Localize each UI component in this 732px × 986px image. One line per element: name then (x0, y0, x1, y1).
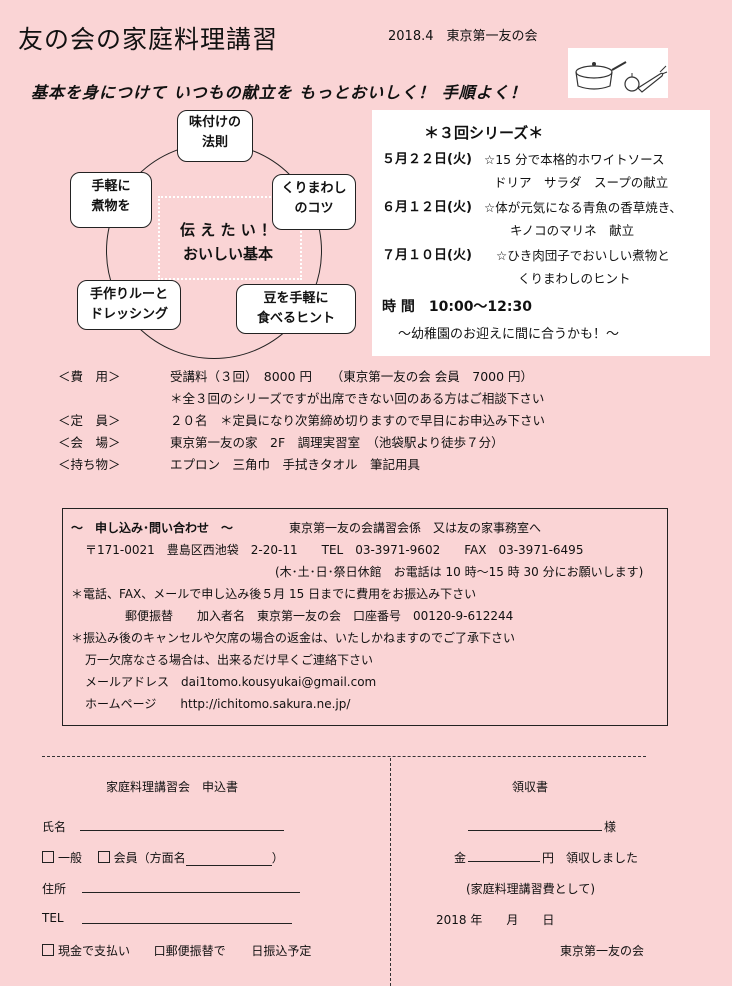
receipt-title: 領収書 (512, 780, 549, 794)
session-line: ☆ひき肉団子でおいしい煮物と (496, 248, 670, 263)
center-line-1: 伝 え た い ！ (180, 221, 276, 239)
name-field[interactable] (80, 816, 284, 831)
series-schedule-box: ＊３回シリーズ＊ ５月２２日(火) ☆15 分で本格的ホワイトソース ドリア サ… (372, 110, 710, 356)
session-date: ５月２２日(火) (382, 152, 472, 167)
contact-transfer: 郵便振替 加入者名 東京第一友の会 口座番号 00120-9-612244 (125, 609, 514, 623)
form-divider (390, 758, 391, 986)
detail-text: ２０名 ＊定員になり次第締め切りますので早目にお申込み下さい (170, 413, 546, 428)
page-title: 友の会の家庭料理講習 (18, 25, 279, 54)
postal-label: 口郵便振替で (153, 944, 226, 958)
series-note: ～幼稚園のお迎えに間に合うかも！～ (398, 327, 620, 342)
receipt-yen: 円 領収しました (542, 851, 639, 865)
member-close: ） (271, 851, 284, 865)
detail-label: ＜持ち物＞ (58, 457, 121, 472)
receipt-kin: 金 (454, 851, 467, 865)
cut-line (42, 756, 646, 757)
date-organization: 2018.4 東京第一友の会 (388, 29, 538, 44)
topic-line: 煮物を (91, 199, 131, 214)
contact-heading: ～ 申し込み･問い合わせ ～ (71, 521, 234, 535)
detail-label: ＜費 用＞ (58, 369, 121, 384)
session-time: 時 間 10:00～12:30 (382, 299, 533, 315)
tel-field[interactable] (82, 909, 292, 924)
topic-roux-dressing: 手作りルーと ドレッシング (77, 280, 181, 330)
topic-line: のコツ (294, 201, 334, 216)
receipt-issuer: 東京第一友の会 (560, 944, 645, 958)
receipt-purpose: (家庭料理講習費として) (466, 882, 596, 896)
topic-line: 法則 (201, 135, 228, 150)
topic-seasoning: 味付けの 法則 (177, 110, 253, 162)
topic-line: 食べるヒント (256, 311, 335, 326)
diagram-center-box (158, 196, 302, 280)
receipt-name-field[interactable] (468, 816, 602, 831)
receipt-date: 2018 年 月 日 (436, 913, 555, 927)
session-line: ドリア サラダ スープの献立 (494, 175, 669, 190)
general-label: 一般 (58, 851, 83, 865)
detail-label: ＜会 場＞ (58, 435, 121, 450)
topic-line: ドレッシング (89, 307, 168, 322)
name-label: 氏名 (42, 820, 67, 834)
contact-payment: ＊電話、FAX、メールで申し込み後５月 15 日までに費用をお振込み下さい (71, 587, 477, 601)
center-line-2: おいしい基本 (182, 245, 273, 263)
topic-line: 豆を手軽に (263, 291, 329, 306)
contact-box: ～ 申し込み･問い合わせ ～ 東京第一友の会講習会係 又は友の家事務室へ 〒17… (62, 508, 668, 726)
receipt-sama: 様 (604, 820, 617, 834)
contact-address: 〒171-0021 豊島区西池袋 2-20-11 TEL 03-3971-960… (85, 543, 584, 557)
topic-leftovers: くりまわし のコツ (272, 174, 356, 230)
contact-heading-right: 東京第一友の会講習会係 又は友の家事務室へ (289, 521, 542, 535)
member-checkbox[interactable] (97, 851, 110, 863)
detail-text: 東京第一友の家 2F 調理実習室 （池袋駅より徒歩７分） (170, 435, 504, 450)
contact-absent: 万一欠席なさる場合は、出来るだけ早くご連絡下さい (85, 653, 374, 667)
address-label: 住所 (42, 882, 67, 896)
detail-text: 受講料（３回） 8000 円 （東京第一友の会 会員 7000 円） (170, 369, 534, 384)
general-checkbox[interactable] (42, 851, 54, 863)
branch-field[interactable] (185, 853, 272, 866)
payment-row: 現金で支払い 口郵便振替で 日振込予定 (42, 942, 311, 959)
topic-line: 手軽に (91, 179, 131, 194)
session-line: キノコのマリネ 献立 (510, 223, 635, 238)
transfer-date-label: 日振込予定 (251, 944, 312, 958)
diagram-center-text: 伝 え た い ！ おいしい基本 (160, 218, 296, 266)
form-title: 家庭料理講習会 申込書 (106, 780, 239, 794)
cooking-illustration (568, 48, 668, 98)
tagline: 基本を身につけて いつもの献立を もっとおいしく！ 手順よく！ (31, 83, 527, 102)
receipt-amount-field[interactable] (468, 847, 540, 862)
member-label: 会員（方面名 (113, 851, 186, 865)
session-line: ☆体が元気になる青魚の香草焼き、 (484, 200, 682, 215)
contact-homepage[interactable]: ホームページ http://ichitomo.sakura.ne.jp/ (85, 697, 351, 711)
cash-checkbox[interactable] (42, 944, 54, 956)
topic-line: 味付けの (188, 115, 241, 130)
topic-line: 手作りルーと (89, 287, 168, 302)
cash-label: 現金で支払い (58, 944, 131, 958)
topic-beans: 豆を手軽に 食べるヒント (236, 284, 356, 334)
contact-hours: (木･土･日･祭日休館 お電話は 10 時～15 時 30 分にお願いします) (275, 565, 644, 579)
topic-simmered: 手軽に 煮物を (70, 172, 152, 228)
tel-label: TEL (42, 911, 64, 925)
session-line: ☆15 分で本格的ホワイトソース (484, 152, 665, 167)
detail-text: エプロン 三角巾 手拭きタオル 筆記用具 (170, 457, 421, 472)
topic-line: くりまわし (281, 181, 347, 196)
series-heading: ＊３回シリーズ＊ (424, 124, 544, 142)
address-field[interactable] (82, 878, 300, 893)
session-date: ６月１２日(火) (382, 200, 472, 215)
session-line: くりまわしのヒント (518, 271, 631, 286)
membership-row: 一般 会員（方面名 ） (42, 849, 284, 866)
detail-text: ＊全３回のシリーズですが出席できない回のある方はご相談下さい (170, 391, 545, 406)
session-date: ７月１０日(火) (382, 248, 472, 263)
contact-email[interactable]: メールアドレス dai1tomo.kousyukai@gmail.com (85, 675, 377, 689)
detail-label: ＜定 員＞ (58, 413, 121, 428)
contact-cancel: ＊振込み後のキャンセルや欠席の場合の返金は、いたしかねますのでご了承下さい (71, 631, 516, 645)
